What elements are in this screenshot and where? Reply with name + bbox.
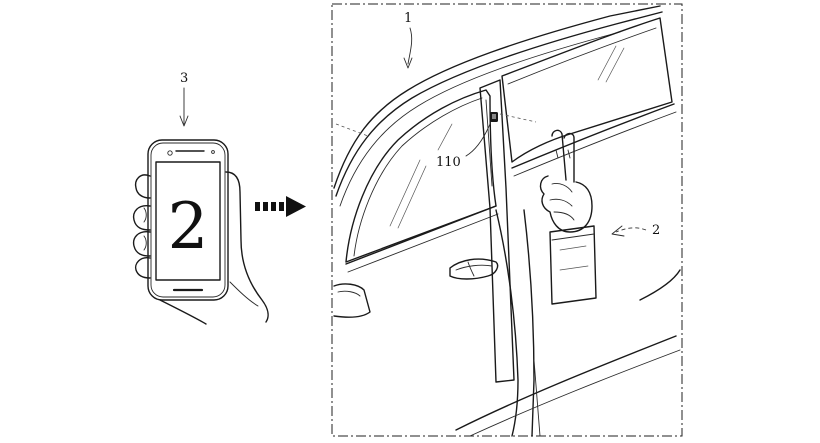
vehicle-ref-label: 1	[404, 11, 412, 26]
door-handle	[449, 258, 499, 280]
roof-outer-edge	[333, 5, 661, 189]
screen-digit: 2	[168, 190, 209, 264]
vehicle-illustration: 1 110	[331, 3, 683, 437]
smartphone-illustration: 3 2	[132, 71, 269, 325]
front-door-window	[345, 89, 497, 263]
vehicle-frame	[331, 3, 683, 437]
window-belt-line	[345, 205, 497, 265]
phone-leader-arrow	[179, 87, 189, 127]
sleeve	[549, 225, 597, 305]
rear-door-window	[501, 17, 673, 163]
holding-hand-fingers	[134, 174, 151, 199]
phone-ref-label: 3	[180, 71, 188, 86]
front-door-edge	[495, 209, 519, 437]
holding-hand-wrist	[159, 299, 207, 325]
side-mirror	[333, 283, 371, 318]
lower-body-line	[455, 335, 677, 431]
b-pillar	[479, 79, 515, 383]
camera-ref-label: 110	[436, 155, 461, 170]
dashed-right-arrow-icon	[255, 196, 306, 217]
holding-hand-palm	[225, 171, 269, 323]
phone-screen	[155, 161, 221, 281]
hand-ref-label: 2	[652, 223, 660, 238]
phone-body	[147, 139, 229, 301]
gesture-hand	[539, 129, 597, 305]
phone-front-camera	[167, 150, 173, 156]
